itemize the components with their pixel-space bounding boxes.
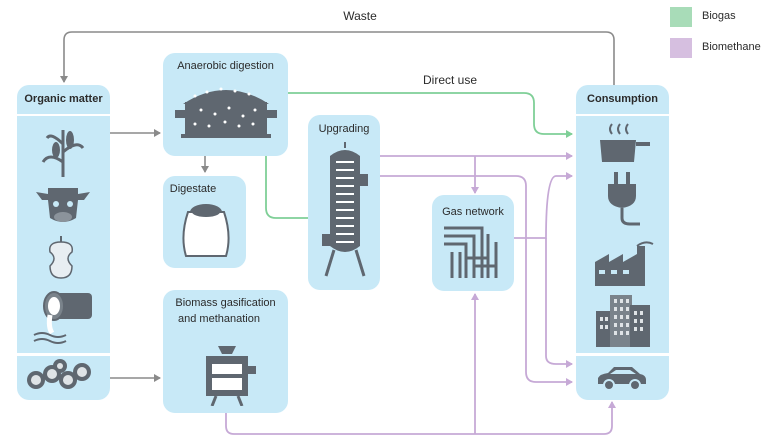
digestate-sack-icon [182,204,230,257]
waste-arrow [60,31,615,85]
biomass-gasification-title-line1: Biomass gasification [175,297,276,309]
upgrading-title: Upgrading [318,123,370,135]
buildings-icon [596,295,650,347]
organic-matter-title: Organic matter [24,93,103,105]
gasification-bottom-line [225,401,616,435]
consumption-title: Consumption [587,93,658,105]
legend-swatch-biogas [670,7,692,27]
waste-label: Waste [343,9,377,23]
gasifier-icon [206,346,256,406]
car-icon [598,367,646,391]
consumption-box [576,85,669,400]
corn-icon [41,130,85,177]
digestate-title: Digestate [169,183,217,195]
gasnetwork-to-car-arrow [545,238,573,368]
apple-core-icon [48,236,74,279]
plug-icon [608,172,640,226]
organic-matter-divider [17,114,110,116]
gas-pipes-icon [444,226,498,278]
cow-icon [36,188,90,222]
anaerobic-digestion-title: Anaerobic digestion [177,60,274,72]
direct-use-label: Direct use [422,73,478,87]
direct-use-arrow [288,92,573,138]
gas-network-title: Gas network [442,206,504,218]
consumption-divider [576,114,669,116]
factory-icon [595,241,654,286]
saucepan-icon [600,123,650,162]
upgrading-to-car-arrow [380,175,573,386]
pipe-waste-icon [33,291,92,344]
wood-logs-icon [27,359,91,389]
consumption-divider-lower [576,353,669,356]
organic-matter-divider-lower [17,353,110,356]
digester-icon [175,87,277,138]
legend-label-biomethane: Biomethane [702,41,761,53]
legend-swatch-biomethane [670,38,692,58]
digestion-to-upgrading-biogas-line [265,156,316,219]
gasnetwork-to-consumption-arrow [514,172,573,239]
legend-label-biogas: Biogas [702,10,736,22]
upgrading-column-icon [322,142,368,277]
biomass-gasification-title-line2: and methanation [178,313,260,325]
